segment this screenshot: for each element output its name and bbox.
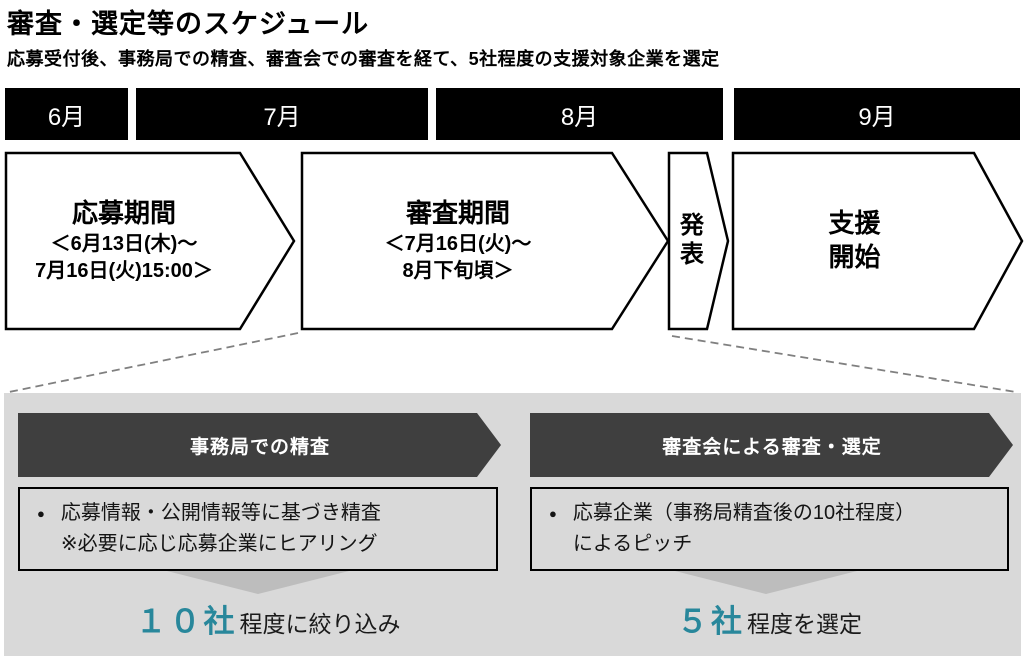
bullet-line: によるピッチ [572,533,693,555]
phase-arrow-application-shape [4,151,296,331]
month-label: 8月 [560,103,599,131]
month-bar-june: 6月 [5,88,128,140]
month-bar-august: 8月 [436,88,723,140]
phase-title: 審査期間 [405,198,510,229]
bullet-text: 応募情報・公開情報等に基づき精査 ※必要に応じ応募企業にヒアリング [61,498,381,560]
bullet-icon: ● [549,506,557,521]
month-bar-september: 9月 [734,88,1020,140]
phase-detail-line: 7月16日(火)15:00＞ [35,259,213,282]
phase-arrow-announcement-shape [667,151,730,331]
phase-screening: 審査期間 ＜7月16日(火)～ 8月下旬頃＞ [302,153,614,329]
page-title: 審査・選定等のスケジュール [7,9,370,39]
phase-title: 応募期間 [71,198,176,229]
step-banner-shape-1 [18,413,501,477]
phase-title-line: 開始 [828,242,881,272]
month-label: 9月 [858,103,896,131]
bullet-box-committee-pitch: ● 応募企業（事務局精査後の10社程度） によるピッチ [530,487,1009,571]
result-narrow-down: １０社 程度に絞り込み [28,596,508,641]
result-final-selection: ５社 程度を選定 [530,596,1009,641]
month-label: 7月 [263,103,301,131]
result-rest: 程度に絞り込み [239,611,401,637]
step-banner-office-screening: 事務局での精査 [18,413,502,477]
down-chevron-icon [675,571,857,594]
phase-detail-line: 8月下旬頃＞ [402,259,514,282]
result-highlight: １０社 [135,604,238,639]
banner-label: 事務局での精査 [189,436,330,458]
bullet-box-office-screening: ● 応募情報・公開情報等に基づき精査 ※必要に応じ応募企業にヒアリング [18,487,498,571]
phase-application: 応募期間 ＜6月13日(木)～ 7月16日(火)15:00＞ [6,153,242,329]
banner-label: 審査会による審査・選定 [662,436,882,458]
bullet-line: 応募情報・公開情報等に基づき精査 [60,502,381,524]
bullet-text: 応募企業（事務局精査後の10社程度） によるピッチ [573,498,915,560]
phase-title: 発表 [675,212,703,270]
result-rest: 程度を選定 [747,611,862,637]
bullet-row: ● 応募企業（事務局精査後の10社程度） によるピッチ [549,498,915,560]
down-chevron-icon [167,571,349,594]
step-banner-committee-selection: 審査会による審査・選定 [530,413,1014,477]
callout-dashed-line-left [8,332,299,393]
month-label: 6月 [47,103,86,131]
bullet-icon: ● [37,506,45,521]
result-highlight: ５社 [677,604,745,639]
phase-announcement: 発表 [669,153,709,329]
phase-detail-line: ＜7月16日(火)～ [384,232,532,255]
month-bar-july: 7月 [136,88,428,140]
phase-title-line: 支援 [828,208,881,239]
bullet-row: ● 応募情報・公開情報等に基づき精査 ※必要に応じ応募企業にヒアリング [37,498,381,560]
phase-detail-line: ＜6月13日(木)～ [50,232,198,255]
step-banner-shape-2 [530,413,1013,477]
bullet-line: 応募企業（事務局精査後の10社程度） [572,502,916,524]
phase-arrow-screening-shape [300,151,670,331]
phase-support-start: 支援 開始 [733,153,976,329]
bullet-line: ※必要に応じ応募企業にヒアリング [60,533,378,555]
page-subtitle: 応募受付後、事務局での精査、審査会での審査を経て、5社程度の支援対象企業を選定 [7,49,720,69]
phase-arrow-support-shape [731,151,1024,331]
callout-dashed-line-right [671,335,1017,393]
